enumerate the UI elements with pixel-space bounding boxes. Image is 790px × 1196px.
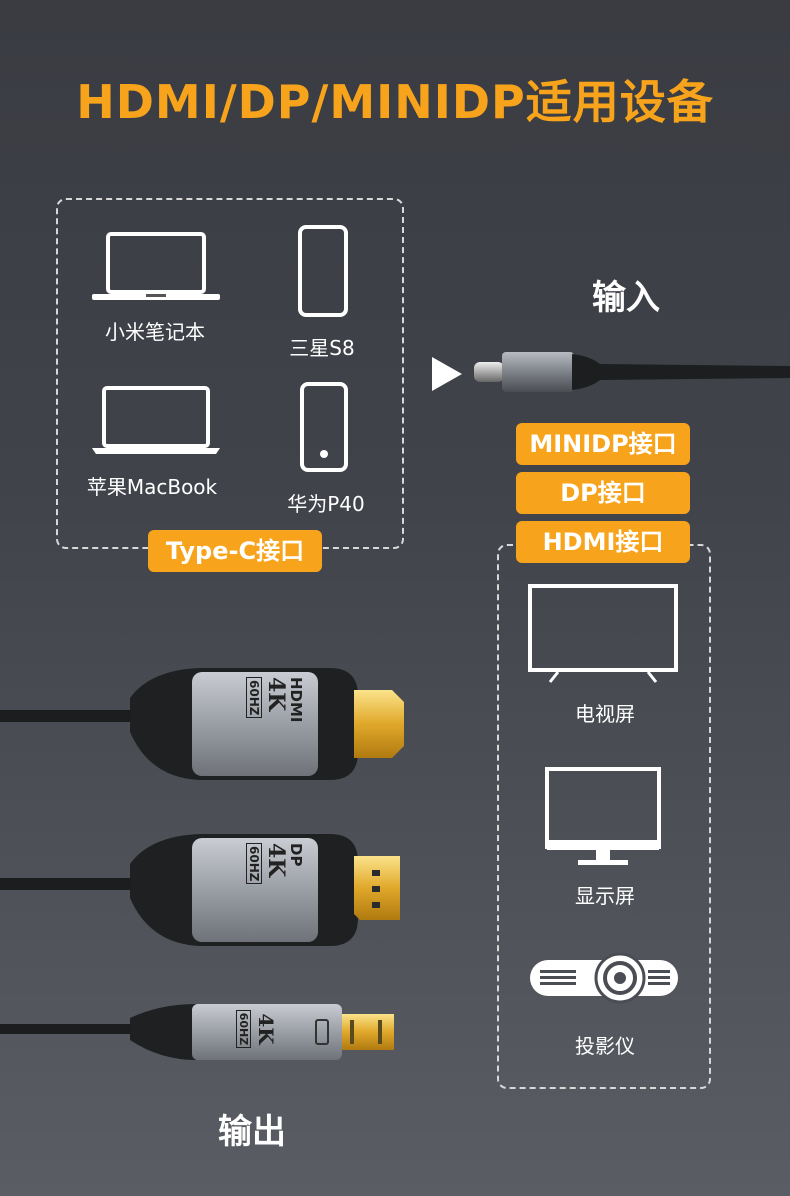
connector-spec: 4K [254,1013,278,1045]
laptop-icon [92,232,220,302]
connector-spec: 4K [263,843,289,878]
page-title: HDMI/DP/MINIDP适用设备 [76,75,714,129]
projector-icon [528,952,680,1004]
type-c-cable-image [472,342,790,402]
monitor-icon [544,766,662,866]
device-label: 三星S8 [289,336,355,360]
connector-spec: 4K [263,677,289,712]
connector-badge: 4K 60HZ [231,1001,278,1057]
connector-rate: 60HZ [246,677,262,719]
device-label: 投影仪 [575,1034,635,1058]
hdmi-cable-image [0,662,410,786]
device-label: 华为P40 [287,492,365,516]
phone-icon [300,382,348,472]
laptop-icon [92,386,220,456]
connector-rate: 60HZ [236,1009,251,1049]
tv-icon [528,584,678,684]
arrow-right-icon [432,357,462,391]
connector-badge: HDMI 4K 60HZ [245,677,305,767]
output-label: 输出 [218,1112,286,1152]
input-label: 输入 [592,278,660,318]
connector-name: DP [287,843,305,867]
dp-cable-image [0,828,410,952]
phone-icon [298,225,348,317]
device-label: 电视屏 [575,702,635,726]
dp-port-tag: DP接口 [516,472,690,514]
device-label: 小米笔记本 [105,320,205,344]
device-label: 苹果MacBook [86,475,218,499]
connector-name: HDMI [287,677,305,723]
type-c-port-tag: Type-C接口 [148,530,322,572]
connector-rate: 60HZ [246,843,262,885]
hdmi-port-tag: HDMI接口 [516,521,690,563]
minidp-port-tag: MINIDP接口 [516,423,690,465]
device-label: 显示屏 [575,884,635,908]
minidp-cable-image [0,1000,410,1066]
connector-badge: DP 4K 60HZ [245,843,305,933]
